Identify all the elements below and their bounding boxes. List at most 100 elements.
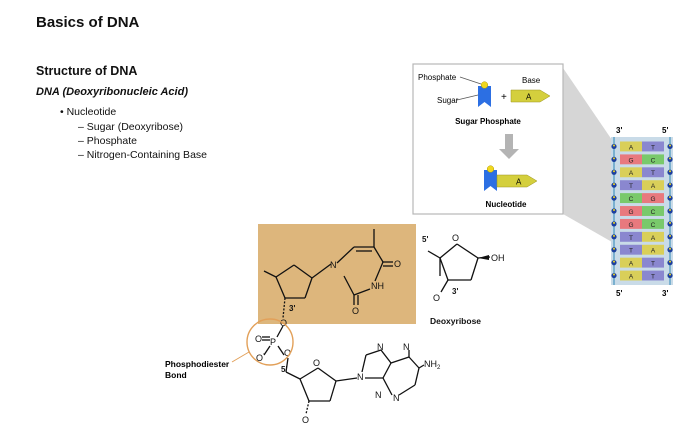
base-left-10 (620, 270, 642, 281)
subitem-phosphate: – Phosphate (78, 135, 137, 147)
base-letter-left-5: G (628, 209, 633, 216)
base-right-0 (642, 141, 664, 152)
base-left-7 (620, 231, 642, 242)
base-letter-left-9: A (629, 261, 634, 268)
three-prime-label: 3' (289, 304, 295, 313)
base-letter-left-10: A (629, 274, 634, 281)
phosphodiester-circle (246, 318, 294, 366)
base-letter-right-5: C (651, 209, 656, 216)
base-right-8 (642, 244, 664, 255)
sugar-label: Sugar (437, 96, 459, 105)
lower-ring-oxygen: O (313, 358, 320, 368)
base-right-6 (642, 218, 664, 229)
helix-bottom-left: 5' (616, 289, 622, 298)
base-left-6 (620, 218, 642, 229)
thymine-n1: N (330, 260, 337, 270)
zoom-wedge (563, 68, 612, 242)
phosphate-double-o: O (255, 334, 262, 344)
thymine-nh: NH (371, 281, 384, 291)
base-left-4 (620, 193, 642, 204)
base-letter-right-4: G (650, 196, 655, 203)
base-right-3 (642, 180, 664, 191)
base-letter-right-1: C (651, 157, 656, 164)
base-left-5 (620, 206, 642, 216)
subitem-sugar: – Sugar (Deoxyribose) (78, 121, 184, 133)
lower-3-oxygen: O (302, 415, 309, 425)
deoxy-ring-o: O (452, 233, 459, 243)
base-letter-right-0: T (651, 144, 655, 151)
base-letter-left-6: G (628, 222, 633, 229)
base-left-0 (620, 141, 642, 152)
base-letter-left-4: C (629, 196, 634, 203)
helix-bottom-right: 3' (662, 289, 668, 298)
base-letter-right-6: C (651, 222, 656, 229)
deoxy-five-prime: 5' (422, 235, 428, 244)
thymine-o2: O (352, 306, 359, 316)
base-right-10 (642, 270, 664, 281)
phosphodiester-label-1: Phosphodiester (165, 359, 230, 369)
bullet-nucleotide: • Nucleotide (60, 106, 117, 118)
adenine-nh2: NH2 (424, 359, 441, 371)
base-letter-right-9: T (651, 261, 655, 268)
deoxy-o: O (433, 293, 440, 303)
subitem-base: – Nitrogen-Containing Base (78, 149, 207, 161)
base-left-3 (620, 180, 642, 191)
nucleotide-sugar-shape (484, 170, 497, 191)
base-right-1 (642, 154, 664, 165)
sugar-shape (478, 86, 491, 107)
helix-top-right: 5' (662, 126, 668, 135)
base-letter-left-1: G (628, 157, 633, 164)
deoxyribose-label: Deoxyribose (430, 316, 481, 326)
base-letter-left-8: T (629, 248, 633, 255)
down-arrow-icon (499, 134, 519, 159)
page-title: Basics of DNA (36, 14, 140, 31)
base-letter-right-3: A (651, 183, 656, 190)
base-right-5 (642, 206, 664, 216)
deoxy-oh: OH (491, 253, 505, 263)
plus-sign: + (501, 92, 507, 103)
base-left-8 (620, 244, 642, 255)
nucleotide-label: Nucleotide (486, 200, 527, 209)
base-letter-right-8: A (651, 248, 656, 255)
base-left-2 (620, 167, 642, 178)
thymine-nucleotide-highlight (258, 224, 416, 324)
nucleotide-inset: Phosphate Sugar + Base A Sugar Phosphate… (412, 63, 564, 215)
base-letter-right-2: T (651, 170, 655, 177)
phosphate-o-ester: O (284, 348, 291, 358)
phosphate-dot (480, 81, 489, 89)
dna-subtitle: DNA (Deoxyribonucleic Acid) (36, 86, 188, 98)
base-letter-left-7: T (629, 235, 633, 242)
base-letter: A (526, 93, 532, 102)
thymine-o4: O (394, 259, 401, 269)
base-letter-left-3: T (629, 183, 633, 190)
adenine-n7: N (377, 342, 384, 352)
base-letter-right-7: A (651, 235, 656, 242)
helix-top-left: 3' (616, 126, 622, 135)
section-title: Structure of DNA (36, 64, 138, 78)
minus-charge: - (263, 351, 266, 358)
base-right-2 (642, 167, 664, 178)
nucleotide-base-shape (496, 174, 538, 188)
base-left-1 (620, 154, 642, 165)
base-label: Base (522, 76, 541, 85)
base-right-9 (642, 257, 664, 268)
sugar-phosphate-label: Sugar Phosphate (455, 117, 521, 126)
five-prime-label: 5' (281, 365, 287, 374)
adenine-n-top: N (403, 342, 410, 352)
base-shape (510, 89, 551, 103)
phosphodiester-label-2: Bond (165, 370, 187, 380)
adenine-n3: N (375, 390, 382, 400)
molecule-structure (262, 229, 491, 415)
base-letter-right-10: T (651, 274, 655, 281)
phosphorus: P (270, 337, 276, 347)
phosphate-o-minus: O (256, 353, 263, 363)
phosphate-label: Phosphate (418, 73, 457, 82)
deoxy-three-prime: 3' (452, 287, 458, 296)
nucleotide-base-letter: A (516, 178, 522, 187)
base-right-4 (642, 193, 664, 204)
base-left-9 (620, 257, 642, 268)
base-letter-left-2: A (629, 170, 634, 177)
base-letter-left-0: A (629, 144, 634, 151)
